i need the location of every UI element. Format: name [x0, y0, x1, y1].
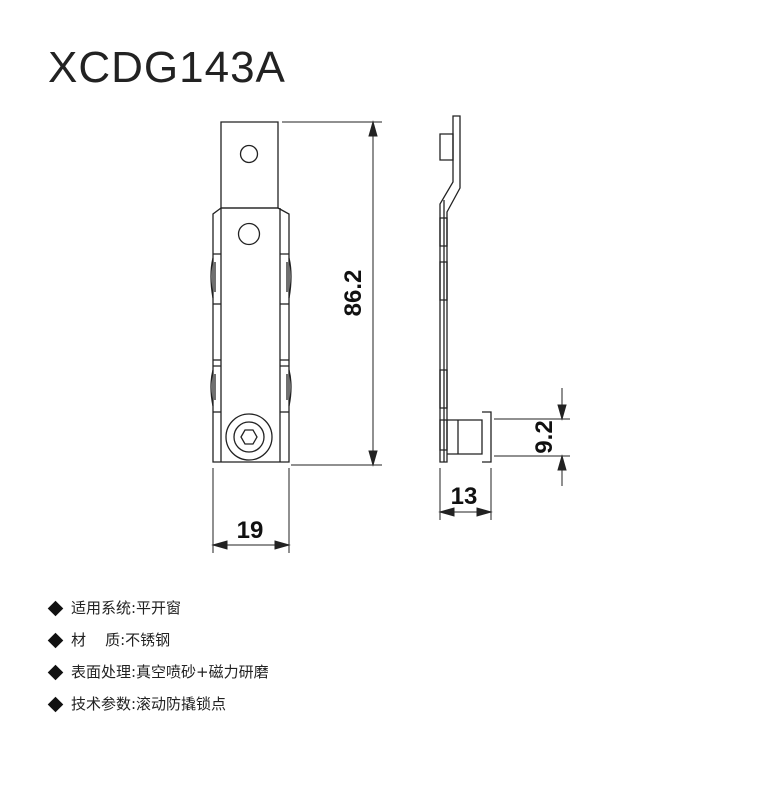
spec-text: 材 质:不锈钢 — [71, 631, 171, 649]
spec-item: 技术参数:滚动防撬锁点 — [46, 688, 269, 720]
height-dimension-label: 86.2 — [340, 270, 367, 317]
spec-text: 技术参数:滚动防撬锁点 — [71, 695, 227, 713]
spec-text: 表面处理:真空喷砂+磁力研磨 — [71, 663, 269, 681]
product-title: XCDG143A — [48, 43, 286, 92]
side-view — [439, 115, 492, 463]
dimension-lines — [211, 120, 570, 553]
diamond-bullet-icon — [47, 600, 64, 616]
front-view — [210, 121, 292, 463]
spec-list: 适用系统:平开窗 材 质:不锈钢 表面处理:真空喷砂+磁力研磨 技术参数:滚动防… — [46, 592, 269, 720]
diamond-bullet-icon — [47, 696, 64, 712]
spec-item: 适用系统:平开窗 — [46, 592, 269, 624]
spec-text: 适用系统:平开窗 — [71, 599, 182, 617]
depth-dimension-label: 13 — [451, 483, 478, 510]
spec-item: 材 质:不锈钢 — [46, 624, 269, 656]
spec-item: 表面处理:真空喷砂+磁力研磨 — [46, 656, 269, 688]
technical-drawing: 86.2 19 13 9.2 — [210, 115, 570, 553]
width-dimension-label: 19 — [237, 517, 264, 544]
diamond-bullet-icon — [47, 632, 64, 648]
roller-dimension-label: 9.2 — [531, 420, 558, 453]
diamond-bullet-icon — [47, 664, 64, 680]
